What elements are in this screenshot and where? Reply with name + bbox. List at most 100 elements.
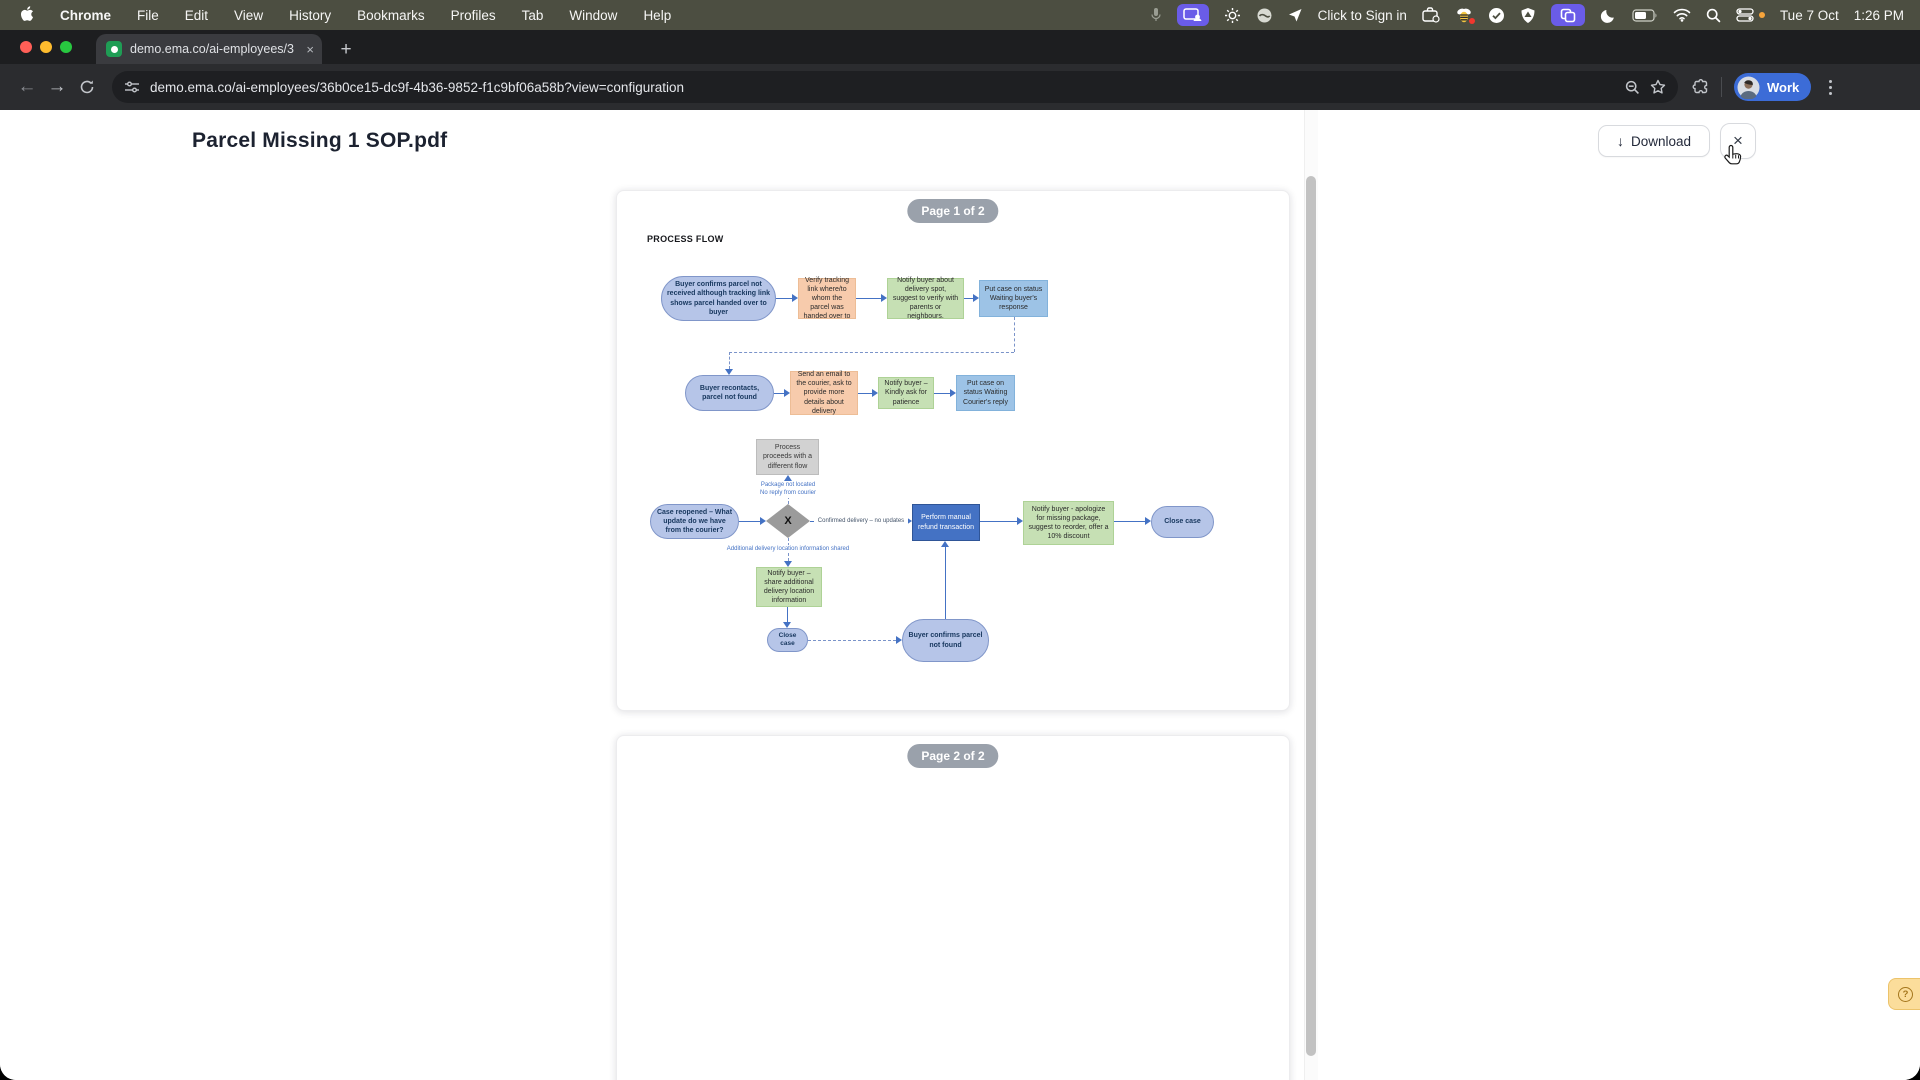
flow-arrowhead bbox=[760, 517, 766, 525]
toolbar-divider bbox=[1721, 77, 1722, 97]
menu-item-bookmarks[interactable]: Bookmarks bbox=[357, 7, 425, 23]
check-badge-icon[interactable] bbox=[1488, 7, 1505, 24]
menu-item-help[interactable]: Help bbox=[643, 7, 672, 23]
edge-label-package-not-located: Package not located No reply from courie… bbox=[738, 481, 838, 498]
bee-icon[interactable] bbox=[1455, 7, 1475, 24]
menu-bar: Chrome File Edit View History Bookmarks … bbox=[0, 0, 1920, 30]
spotlight-icon[interactable] bbox=[1706, 8, 1721, 23]
flow-arrowhead bbox=[792, 294, 798, 302]
flow-node-different-flow: Process proceeds with a different flow bbox=[756, 439, 819, 475]
shield-icon[interactable] bbox=[1520, 7, 1536, 24]
menu-item-chrome[interactable]: Chrome bbox=[60, 7, 112, 23]
flow-connector bbox=[1114, 521, 1145, 522]
flow-connector bbox=[934, 393, 950, 394]
screen-share-icon[interactable] bbox=[1176, 4, 1209, 26]
menu-item-tab[interactable]: Tab bbox=[521, 7, 544, 23]
scrollbar-thumb[interactable] bbox=[1306, 176, 1316, 1056]
address-bar[interactable]: demo.ema.co/ai-employees/36b0ce15-dc9f-4… bbox=[112, 71, 1678, 103]
briefcase-icon[interactable] bbox=[1422, 7, 1440, 23]
control-center-icon[interactable] bbox=[1736, 8, 1765, 22]
document-title: Parcel Missing 1 SOP.pdf bbox=[192, 129, 448, 152]
moon-icon[interactable] bbox=[1600, 7, 1617, 24]
flow-arrowhead bbox=[1017, 517, 1023, 525]
forward-button[interactable]: → bbox=[47, 76, 67, 97]
flow-arrowhead bbox=[941, 541, 949, 547]
download-button[interactable]: ↓ Download bbox=[1598, 125, 1710, 157]
process-flow-diagram: PROCESS FLOW Buyer confirms parcel not r… bbox=[617, 191, 1289, 710]
browser-menu-icon[interactable] bbox=[1823, 79, 1838, 95]
download-arrow-icon: ↓ bbox=[1616, 133, 1624, 149]
gear-icon[interactable] bbox=[1224, 7, 1241, 24]
menu-item-history[interactable]: History bbox=[289, 7, 332, 23]
flow-node-refund: Perform manual refund transaction bbox=[912, 504, 980, 541]
copy-windows-icon[interactable] bbox=[1550, 4, 1585, 26]
menu-item-view[interactable]: View bbox=[234, 7, 264, 23]
flow-connector bbox=[964, 298, 973, 299]
flow-connector bbox=[787, 607, 788, 622]
flow-arrowhead bbox=[1145, 517, 1151, 525]
window-close-button[interactable] bbox=[20, 41, 32, 53]
sign-in-cursor-icon[interactable] bbox=[1288, 8, 1303, 23]
download-label: Download bbox=[1630, 133, 1692, 149]
flow-connector bbox=[945, 547, 946, 619]
close-x-icon: × bbox=[1733, 131, 1743, 150]
flow-node-start: Buyer confirms parcel not received altho… bbox=[661, 276, 776, 321]
flow-arrowhead bbox=[784, 475, 792, 481]
flow-node-case-reopened: Case reopened – What update do we have f… bbox=[650, 504, 739, 539]
sign-in-status[interactable]: Click to Sign in bbox=[1317, 7, 1407, 23]
wifi-icon[interactable] bbox=[1673, 8, 1691, 22]
flow-node-verify-link: Verify tracking link where/to whom the p… bbox=[798, 277, 856, 320]
hand-cursor-icon bbox=[1722, 144, 1744, 173]
flow-node-close-case-left: Close case bbox=[767, 628, 808, 652]
tab-title: demo.ema.co/ai-employees/3 bbox=[130, 42, 294, 56]
flow-arrowhead bbox=[950, 389, 956, 397]
flow-node-notify-spot: Notify buyer about delivery spot, sugges… bbox=[887, 277, 964, 320]
flow-node-waiting-courier: Put case on status Waiting Courier's rep… bbox=[956, 375, 1015, 411]
flow-heading: PROCESS FLOW bbox=[647, 234, 724, 244]
menu-item-edit[interactable]: Edit bbox=[184, 7, 209, 23]
back-button[interactable]: ← bbox=[17, 76, 37, 97]
flow-connector bbox=[808, 640, 896, 641]
flow-arrowhead bbox=[973, 294, 979, 302]
apple-icon[interactable] bbox=[20, 5, 34, 25]
reload-button[interactable] bbox=[72, 72, 102, 102]
flow-connector bbox=[774, 393, 784, 394]
flow-connector bbox=[739, 521, 760, 522]
extensions-icon[interactable] bbox=[1692, 78, 1709, 96]
pdf-page-2: Page 2 of 2 bbox=[616, 735, 1290, 1080]
menu-bar-time[interactable]: 1:26 PM bbox=[1853, 7, 1904, 23]
flow-node-share-location: Notify buyer – share additional delivery… bbox=[756, 567, 822, 607]
pdf-viewer-panel: Parcel Missing 1 SOP.pdf ↓ Download × Pa… bbox=[0, 110, 1920, 1080]
menu-item-profiles[interactable]: Profiles bbox=[450, 7, 496, 23]
flow-node-ask-patience: Notify buyer – Kindly ask for patience bbox=[878, 377, 934, 409]
window-minimize-button[interactable] bbox=[40, 41, 52, 53]
flow-connector bbox=[1014, 317, 1015, 352]
flow-arrowhead bbox=[784, 389, 790, 397]
menu-bar-date[interactable]: Tue 7 Oct bbox=[1779, 7, 1839, 23]
menu-item-window[interactable]: Window bbox=[569, 7, 618, 23]
menu-item-file[interactable]: File bbox=[137, 7, 159, 23]
edge-label-additional-info: Additional delivery location information… bbox=[718, 545, 858, 554]
tab-strip: demo.ema.co/ai-employees/3 × + bbox=[0, 30, 1920, 64]
tab-close-icon[interactable]: × bbox=[306, 41, 314, 57]
flow-node-decision: X bbox=[766, 504, 810, 538]
flow-arrowhead bbox=[906, 517, 912, 525]
flow-connector bbox=[980, 521, 1017, 522]
zoom-icon[interactable] bbox=[1625, 80, 1640, 95]
site-settings-icon[interactable] bbox=[124, 80, 140, 94]
help-button[interactable]: ? bbox=[1888, 978, 1920, 1010]
bookmark-star-icon[interactable] bbox=[1650, 79, 1666, 95]
flow-arrowhead bbox=[783, 622, 791, 628]
window-zoom-button[interactable] bbox=[60, 41, 72, 53]
microphone-icon bbox=[1150, 7, 1162, 23]
browser-tab[interactable]: demo.ema.co/ai-employees/3 × bbox=[96, 34, 322, 64]
flow-arrowhead bbox=[725, 369, 733, 375]
new-tab-button[interactable]: + bbox=[340, 39, 352, 60]
flow-arrowhead bbox=[896, 636, 902, 644]
profile-chip[interactable]: Work bbox=[1734, 73, 1812, 101]
flow-connector bbox=[856, 298, 881, 299]
url-text[interactable]: demo.ema.co/ai-employees/36b0ce15-dc9f-4… bbox=[150, 79, 684, 95]
swirl-icon[interactable] bbox=[1256, 7, 1273, 24]
profile-name: Work bbox=[1767, 79, 1800, 95]
